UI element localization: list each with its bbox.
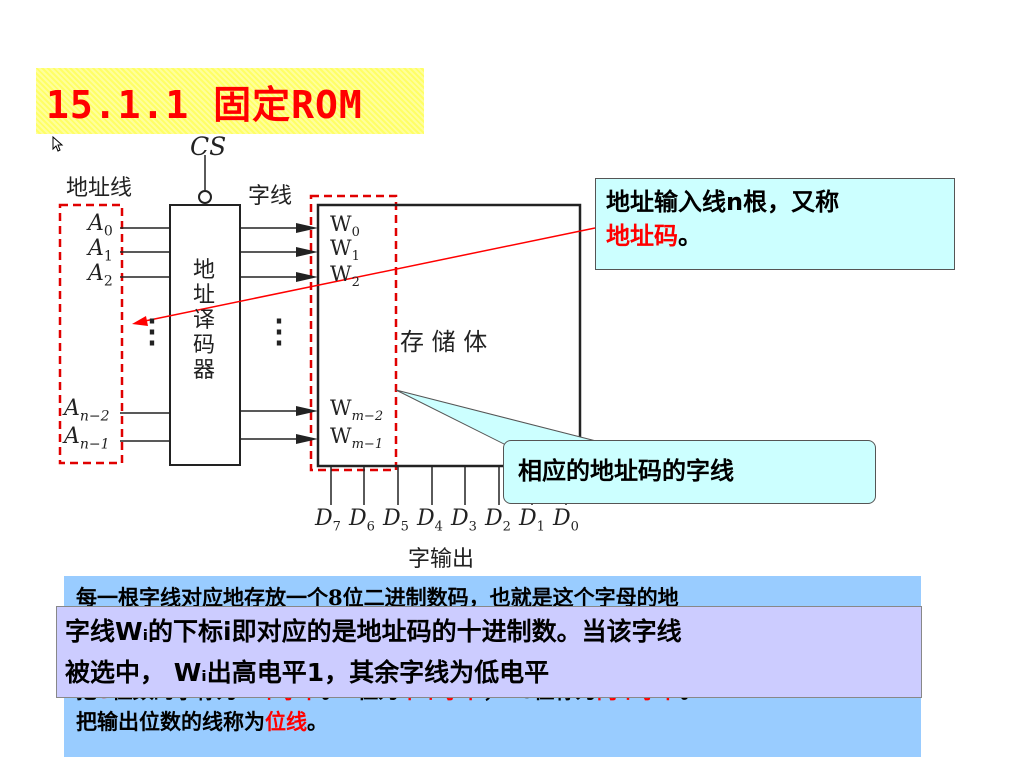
word-line-w1: W1: [330, 236, 360, 265]
word-line-wm-1: Wm−1: [330, 424, 384, 453]
address-input-an-2: An−2: [64, 396, 110, 425]
storage-label: 存 储 体: [400, 328, 488, 356]
decoder-label: 地 址 译 码 器: [193, 258, 216, 383]
word-line-w0: W0: [330, 212, 360, 241]
address-callout: 地址输入线n根，又称 地址码。: [595, 178, 955, 270]
data-output-d7: D7: [315, 506, 341, 535]
data-output-d5: D5: [383, 506, 409, 535]
address-input-lines: [120, 227, 170, 442]
word-lines-label: 字线: [248, 184, 293, 209]
address-lines-label: 地址线: [66, 176, 133, 201]
wordline-callout: 相应的地址码的字线: [503, 440, 876, 504]
address-ellipsis: ⋮: [136, 312, 168, 350]
data-output-d4: D4: [417, 506, 443, 535]
page-title: 15.1.1 固定ROM: [46, 83, 363, 127]
data-output-d1: D1: [519, 506, 545, 535]
address-input-a0: A0: [88, 211, 113, 240]
word-lines: [240, 223, 318, 444]
address-callout-line1: 地址输入线n根，又称: [606, 188, 840, 216]
bottom-line4: 把输出位数的线称为位线。: [76, 709, 328, 734]
mouse-cursor-icon: [52, 136, 64, 152]
address-dashed-box: [58, 203, 124, 465]
data-output-d3: D3: [451, 506, 477, 535]
bottom-line1: 每一根字线对应地存放一个8位二进制数码，也就是这个字母的地: [76, 585, 679, 610]
address-input-a2: A2: [88, 261, 113, 290]
wordline-dashed-box: [309, 194, 398, 472]
overlay-line2: 被选中， Wᵢ出高电平1，其余字线为低电平: [65, 658, 550, 687]
address-input-a1: A1: [88, 236, 113, 265]
word-line-w2: W2: [330, 262, 360, 291]
red-pointer-arrow: [132, 227, 596, 326]
decoder-box: [169, 204, 241, 466]
word-line-wm-2: Wm−2: [330, 396, 384, 425]
data-output-d6: D6: [349, 506, 375, 535]
data-output-d0: D0: [553, 506, 579, 535]
output-label: 字输出: [408, 547, 475, 572]
cs-bubble: [198, 190, 212, 204]
wordline-ellipsis: ⋮: [263, 312, 295, 350]
data-output-d2: D2: [485, 506, 511, 535]
title-banner: [36, 68, 424, 134]
cs-label: CS: [190, 132, 227, 161]
address-callout-line2: 地址码。: [606, 222, 702, 250]
overlay-line1: 字线Wᵢ的下标i即对应的是地址码的十进制数。当该字线: [65, 617, 682, 646]
wordline-explanation-box: 字线Wᵢ的下标i即对应的是地址码的十进制数。当该字线 被选中， Wᵢ出高电平1，…: [56, 606, 922, 698]
address-input-an-1: An−1: [64, 424, 110, 453]
storage-box: [316, 203, 582, 468]
